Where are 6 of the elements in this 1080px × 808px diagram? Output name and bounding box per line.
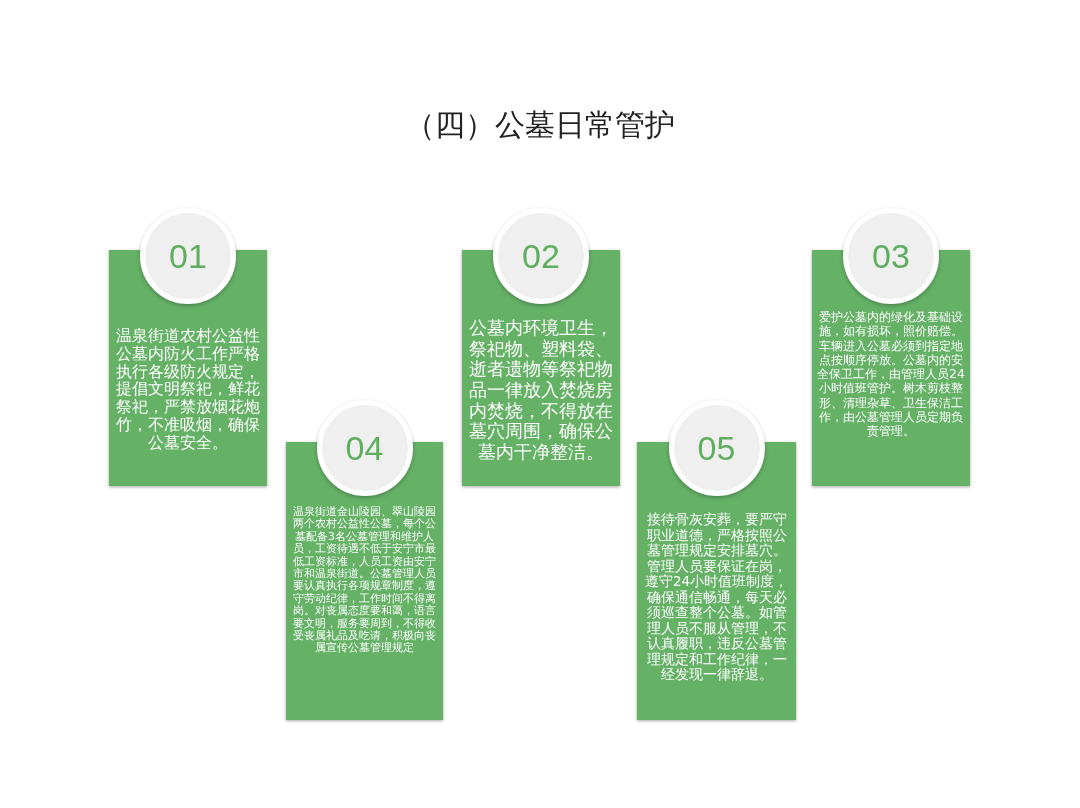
diagram-title: （四）公墓日常管护 [404,106,676,144]
card-text: 接待骨灰安葬，要严守职业道德，严格按照公墓管理规定安排墓穴。管理人员要保证在岗，遵守24小时值班制度，确保通信畅通，每天必须巡查整个公墓。如管理人员不服从管理，不认真履职，违反公墓管理规定和工作纪律，一经发现一律辞退。 [643,512,790,683]
card-text: 公墓内环境卫生，祭祀物、塑料袋、逝者遗物等祭祀物品一律放入焚烧房内焚烧，不得放在墓穴周围，确保公墓内干净整洁。 [468,318,614,463]
card-text: 温泉街道农村公益性公墓内防火工作严格执行各级防火规定，提倡文明祭祀，鲜花祭祀，严禁放烟花炮竹，不准吸烟，确保公墓安全。 [115,328,261,453]
card-text: 爱护公墓内的绿化及基础设施，如有损坏，照价赔偿。车辆进入公墓必须到指定地点按顺序停放。公墓内的安全保卫工作，由管理人员24小时值班管护。树木剪枝整形、清理杂草、卫生保洁工作，由公墓管理人员定期负责管理。 [816,310,966,439]
card-text: 温泉街道金山陵园、翠山陵园两个农村公益性公墓，每个公墓配备3名公墓管理和维护人员，工资待遇不低于安宁市最低工资标准，人员工资由安宁市和温泉街道。公墓管理人员要认真执行各项规章制度，遵守劳动纪律，工作时间不得离岗。对丧属态度要和蔼，语言要文明，服务要周到，不得收受丧属礼品及吃请，积极向丧属宣传公墓管理规定 [292,506,437,655]
